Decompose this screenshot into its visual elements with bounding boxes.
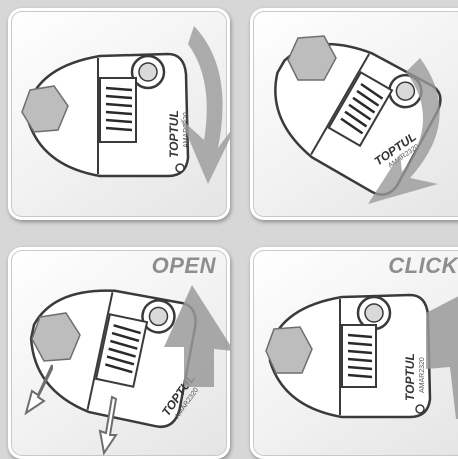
adjustable-wrench-icon	[250, 16, 449, 202]
wrench-illustration-4: TOPTUL AMAR2320	[250, 247, 458, 459]
wrench-illustration-2: TOPTUL AMAR2320	[250, 8, 458, 220]
step-panel-3: OPEN TOPTUL AMAR2320	[8, 247, 230, 459]
brand-label: TOPTUL	[167, 110, 181, 158]
step-panel-2: TOPTUL AMAR2320	[250, 8, 458, 220]
model-label: AMAR2320	[419, 357, 426, 393]
step-panel-1: TOPTUL AMAR2320	[8, 8, 230, 220]
step-panel-4: CLICK TOPTUL AMAR2320	[250, 247, 458, 459]
wrench-illustration-1: TOPTUL AMAR2320	[8, 8, 230, 220]
brand-label: TOPTUL	[403, 353, 417, 401]
wrench-illustration-3: TOPTUL AMAR2320	[8, 247, 230, 459]
